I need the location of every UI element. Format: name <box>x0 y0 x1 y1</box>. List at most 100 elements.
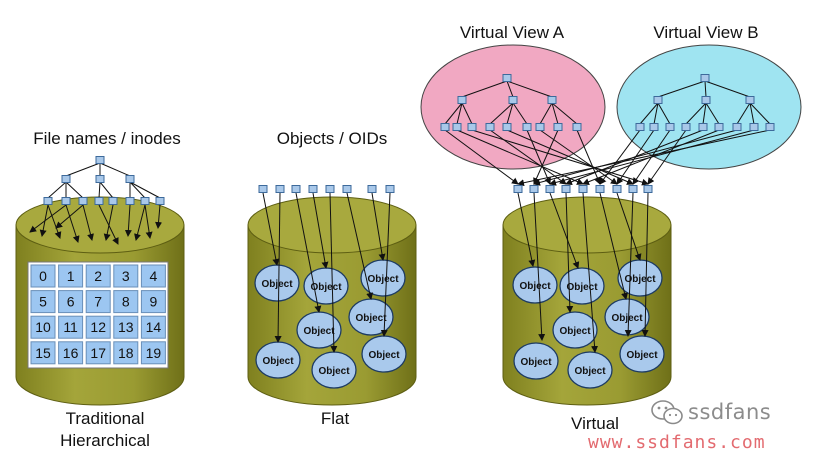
oid-node <box>258 185 268 193</box>
object-label: Object <box>626 350 658 361</box>
virtual-oid-node <box>628 185 638 193</box>
arrow <box>471 129 649 186</box>
grid-cell <box>113 290 139 314</box>
tree-node <box>553 123 563 131</box>
tree-node <box>745 96 755 104</box>
grid-number: 0 <box>39 268 47 284</box>
grid-number: 19 <box>146 345 162 361</box>
tree-node <box>649 123 659 131</box>
object-label: Object <box>355 313 387 324</box>
arrow <box>641 192 649 337</box>
grid-cell <box>58 315 84 339</box>
tree-node <box>749 123 759 131</box>
tree-node <box>508 96 518 104</box>
tree-node <box>440 123 450 131</box>
tree-root-node <box>95 156 105 164</box>
object-circle: Object <box>513 342 559 380</box>
object-shape <box>559 267 605 305</box>
arrow <box>82 204 94 241</box>
virtual-oid-node <box>529 185 539 193</box>
object-label: Object <box>310 282 342 293</box>
grid-cell <box>30 264 56 288</box>
object-circle: Object <box>617 259 663 297</box>
tree-node <box>765 123 775 131</box>
connector <box>705 102 720 125</box>
arrow <box>533 129 738 186</box>
grid-number: 12 <box>90 319 106 335</box>
view-a-label: Virtual View A <box>459 23 565 42</box>
object-label: Object <box>559 326 591 337</box>
object-label: Object <box>261 279 293 290</box>
tree-node <box>547 96 557 104</box>
connector <box>506 80 553 98</box>
grid-number: 2 <box>94 268 102 284</box>
arrow <box>380 192 391 337</box>
arrow <box>616 192 642 261</box>
virtual-oid-node <box>513 185 523 193</box>
grid-number: 10 <box>35 319 51 335</box>
connector <box>749 102 755 125</box>
arrow <box>549 129 755 186</box>
arrow <box>329 192 338 353</box>
flat-top-label: Objects / OIDs <box>276 129 388 148</box>
arrow <box>517 192 536 267</box>
grid-number: 8 <box>122 294 130 310</box>
arrow <box>565 192 574 313</box>
connector <box>551 102 578 125</box>
object-label: Object <box>519 281 551 292</box>
oid-node <box>342 185 352 193</box>
connector <box>539 102 553 125</box>
object-label: Object <box>367 274 399 285</box>
tree-node <box>665 123 675 131</box>
grid-cell <box>85 264 111 288</box>
object-shape <box>567 351 613 389</box>
connector <box>685 102 707 125</box>
arrow <box>155 204 163 229</box>
tree-node <box>140 197 150 205</box>
tree-node <box>108 197 118 205</box>
tree-node <box>681 123 691 131</box>
grid-cell <box>30 315 56 339</box>
connector <box>99 162 131 177</box>
connector <box>512 102 528 125</box>
object-label: Object <box>566 282 598 293</box>
object-circle: Object <box>619 335 665 373</box>
object-circle: Object <box>604 298 650 336</box>
arrow <box>624 192 634 337</box>
object-label: Object <box>574 366 606 377</box>
watermark-brand: ssdfans <box>688 400 772 424</box>
grid-cell <box>113 341 139 365</box>
virtual-oid-node <box>643 185 653 193</box>
tree-node <box>457 96 467 104</box>
connector <box>461 102 473 125</box>
arrow <box>98 204 119 245</box>
object-label: Object <box>368 350 400 361</box>
connector <box>657 80 706 98</box>
object-label: Object <box>520 357 552 368</box>
grid-cell <box>140 290 166 314</box>
tree-node <box>653 96 663 104</box>
arrow <box>124 204 132 237</box>
connector <box>551 102 559 125</box>
tree-node <box>502 123 512 131</box>
tree-node <box>125 175 135 183</box>
virtual-view-a-ellipse <box>420 44 606 170</box>
object-circle: Object <box>559 267 605 305</box>
grid-number: 13 <box>118 319 134 335</box>
tree-node <box>94 197 104 205</box>
tree-node <box>95 175 105 183</box>
object-circle: Object <box>552 311 598 349</box>
object-circle: Object <box>255 341 301 379</box>
connector <box>653 102 659 125</box>
tree-node <box>467 123 477 131</box>
object-circle: Object <box>254 264 300 302</box>
tree-node <box>125 197 135 205</box>
connector <box>129 181 146 199</box>
arrow <box>489 129 567 185</box>
virtual-oid-node <box>578 185 588 193</box>
tree-node <box>714 123 724 131</box>
arrow <box>533 192 546 341</box>
connector <box>506 102 514 125</box>
grid-cell <box>113 264 139 288</box>
grid-number: 6 <box>67 294 75 310</box>
